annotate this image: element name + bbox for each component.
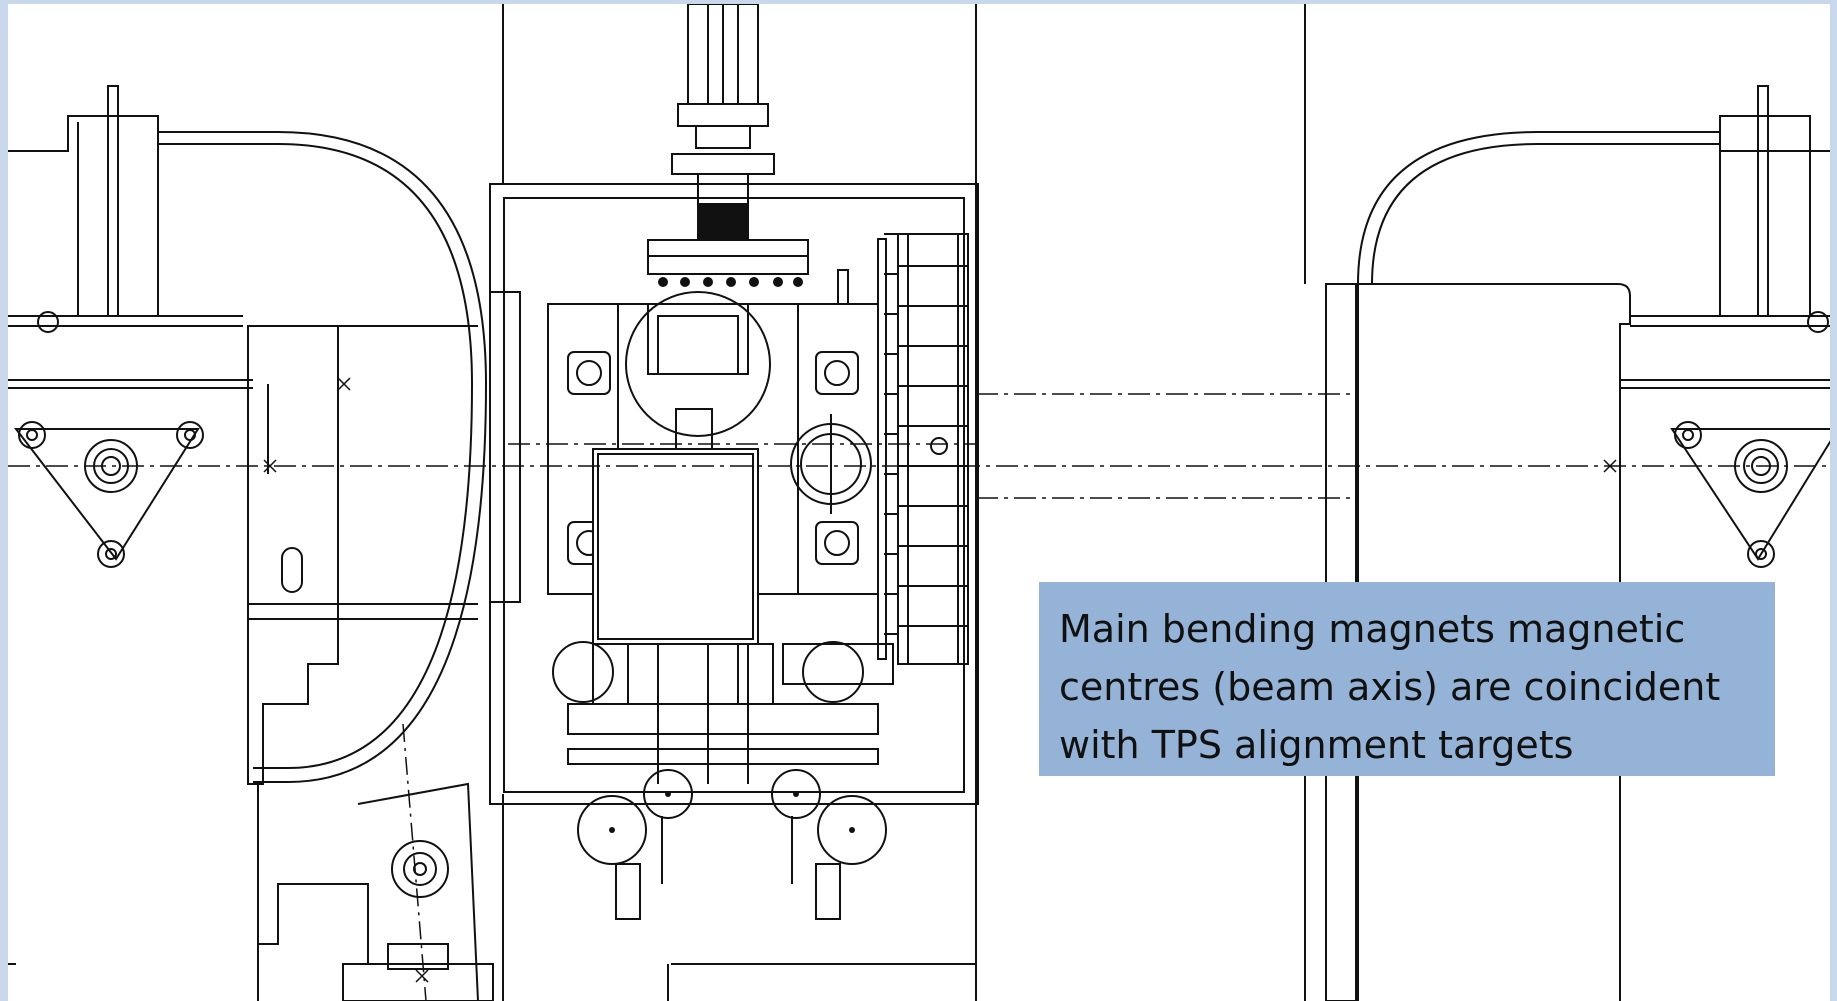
valve-stack <box>877 233 969 665</box>
annotation-callout: Main bending magnets magnetic centres (b… <box>1039 582 1775 776</box>
technical-drawing: Main bending magnets magnetic centres (b… <box>8 4 1830 1001</box>
axis-markers <box>263 377 1617 983</box>
beam-axis-line <box>8 393 1830 499</box>
central-assembly <box>8 4 979 1001</box>
left-bending-magnet <box>8 85 494 1001</box>
cad-drawing <box>8 4 1830 1001</box>
callout-text: Main bending magnets magnetic centres (b… <box>1059 607 1721 767</box>
right-bending-magnet <box>1304 4 1830 1001</box>
